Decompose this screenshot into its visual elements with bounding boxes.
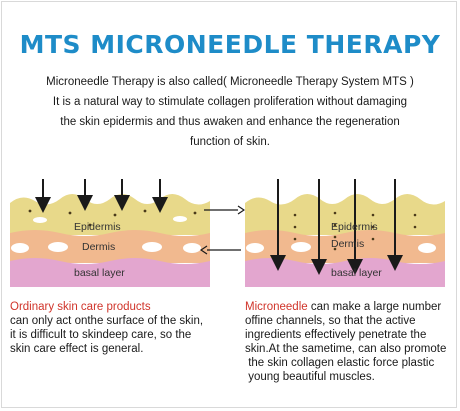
caption-line: can only act onthe surface of the skin, (10, 315, 204, 327)
intro-text: Microneedle Therapy is also called( Micr… (20, 72, 440, 152)
arrow-left-icon (200, 245, 208, 255)
caption-line: skin care effect is general. (10, 343, 144, 355)
label-epidermis: Epidermis (74, 221, 121, 233)
caption-first-line: Microneedle can make a large number (245, 300, 450, 314)
caption-line: it is difficult to skindeep care, so the (10, 329, 192, 341)
skin-layers-illustration (245, 179, 445, 287)
channel-dots (293, 211, 417, 251)
caption-ordinary: Ordinary skin care products can only act… (10, 300, 225, 356)
comparison-arrows (200, 205, 245, 255)
label-basal-layer: basal layer (74, 267, 125, 279)
label-epidermis: Epidermis (331, 221, 378, 233)
caption-microneedle: Microneedle can make a large number offi… (245, 300, 450, 384)
caption-microneedle-heading: Microneedle (245, 301, 308, 313)
caption-line: offine channels, so that the active (245, 315, 416, 327)
caption-line: skin.At the sametime, can also promote (245, 343, 447, 355)
caption-line: young beautiful muscles. (245, 371, 375, 383)
intro-line: the skin epidermis and thus awaken and e… (60, 116, 400, 128)
intro-line: It is a natural way to stimulate collage… (52, 96, 408, 108)
surface-dots (28, 209, 197, 227)
skin-cells (11, 216, 201, 253)
label-dermis: Dermis (82, 241, 116, 253)
deep-arrows (270, 179, 403, 275)
basal-layer (10, 258, 210, 287)
skin-diagram-ordinary: Epidermis Dermis basal layer (10, 175, 210, 290)
label-basal-layer: basal layer (331, 267, 382, 279)
surface-arrows (35, 179, 168, 213)
page-title: MTS MICRONEEDLE THERAPY (19, 30, 441, 59)
caption-first-rest: can make a large number (307, 301, 442, 313)
dermis-layer (10, 230, 210, 263)
intro-line: function of skin. (190, 136, 270, 148)
label-dermis: Dermis (331, 238, 365, 250)
arrow-right-icon (237, 205, 245, 215)
skin-diagram-microneedle: Epidermis Dermis basal layer (245, 175, 445, 290)
caption-ordinary-heading: Ordinary skin care products (10, 301, 151, 313)
caption-line: the skin collagen elastic force plastic (245, 357, 435, 369)
caption-line: ingredients effectively penetrate the (245, 329, 427, 341)
skin-layers-illustration (10, 179, 210, 287)
intro-line: Microneedle Therapy is also called( Micr… (46, 76, 414, 88)
skin-cells (246, 242, 436, 253)
